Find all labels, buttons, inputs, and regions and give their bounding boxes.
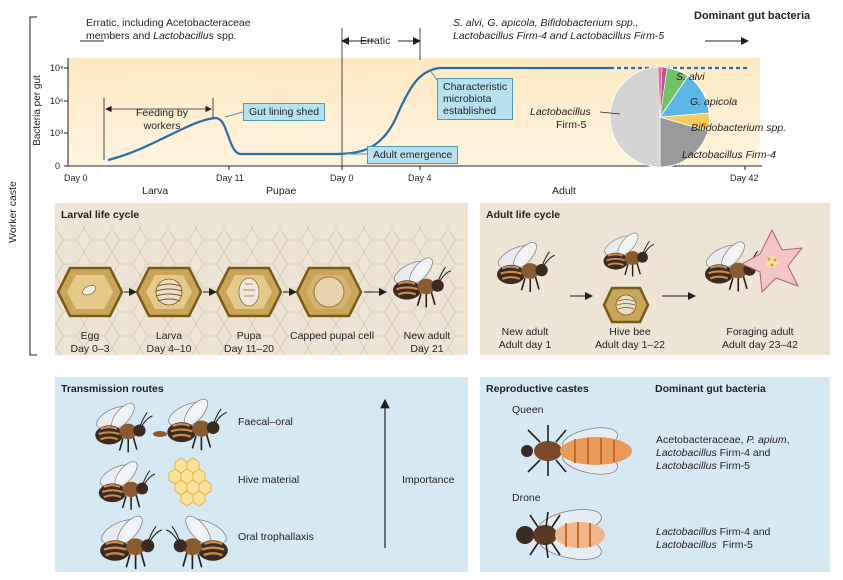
gut-bacteria-pie <box>599 66 711 168</box>
pie-label-firm5-b: Firm-5 <box>556 119 587 131</box>
xtick-day42: Day 42 <box>730 173 759 183</box>
faecal-drop <box>153 431 167 437</box>
adult-emergence-callout: Adult emergence <box>367 146 459 164</box>
route-trophallaxis: Oral trophallaxis <box>238 531 314 543</box>
phase1-line1: Erratic, including Acetobacteraceae <box>86 17 251 29</box>
transmission-title: Transmission routes <box>61 383 164 395</box>
pie-label-firm5-a: Lactobacillus <box>530 106 591 118</box>
queen-illustration <box>521 425 632 476</box>
gut-lining-shed-callout: Gut lining shed <box>243 103 326 121</box>
flower <box>740 228 804 294</box>
worker-caste-label: Worker caste <box>6 181 19 243</box>
ytick-1: 10⁸ <box>50 63 64 73</box>
ytick-3: 10³ <box>50 128 64 138</box>
pie-label-salvi: S. alvi <box>676 71 705 83</box>
stage-adult: Adult <box>552 185 576 197</box>
dominant-bacteria-title: Dominant gut bacteria <box>694 10 811 22</box>
queen-label: Queen <box>512 404 544 416</box>
ytick-2: 10⁶ <box>50 96 64 106</box>
ytick-4: 0 <box>55 161 61 171</box>
larval-cells <box>56 266 387 318</box>
bacteria-curve <box>107 66 610 162</box>
worker-caste-bracket <box>29 16 37 356</box>
honeycomb-icon <box>168 457 212 507</box>
phase3-line2: Lactobacillus Firm-4 and Lactobacillus F… <box>453 30 665 42</box>
stage-pupae: Pupae <box>266 185 297 197</box>
y-axis-label: Bacteria per gut <box>31 75 43 146</box>
xtick-day0b: Day 0 <box>330 173 354 183</box>
xtick-day11: Day 11 <box>216 173 244 183</box>
larval-stage-capped: Capped pupal cell <box>290 330 375 342</box>
larval-title: Larval life cycle <box>61 209 140 221</box>
route-faecal-oral: Faecal–oral <box>238 416 293 428</box>
phase3-line1: S. alvi, G. apicola, Bifidobacterium spp… <box>453 17 639 29</box>
xtick-day0: Day 0 <box>64 173 88 183</box>
drone-label: Drone <box>512 492 541 504</box>
pie-label-firm4: Lactobacillus Firm-4 <box>682 149 776 161</box>
route-hive-material: Hive material <box>238 474 300 486</box>
pie-label-bifido: Bifidobacterium spp. <box>691 122 787 134</box>
repro-title: Reproductive castes <box>486 383 589 395</box>
repro-bacteria-title: Dominant gut bacteria <box>655 383 766 395</box>
pie-label-gapicola: G. apicola <box>690 96 738 108</box>
queen-bacteria: Acetobacteraceae, P. apium, Lactobacillu… <box>656 434 790 472</box>
phase2-label: Erratic <box>360 35 391 47</box>
drone-illustration <box>516 509 605 560</box>
xtick-day4: Day 4 <box>408 173 432 183</box>
drone-bacteria: Lactobacillus Firm-4 and Lactobacillus F… <box>656 526 771 551</box>
importance-label: Importance <box>402 474 455 486</box>
phase1-line2: members and Lactobacillus spp. <box>86 30 237 42</box>
stage-larva: Larva <box>142 185 169 197</box>
adult-title: Adult life cycle <box>486 209 561 221</box>
